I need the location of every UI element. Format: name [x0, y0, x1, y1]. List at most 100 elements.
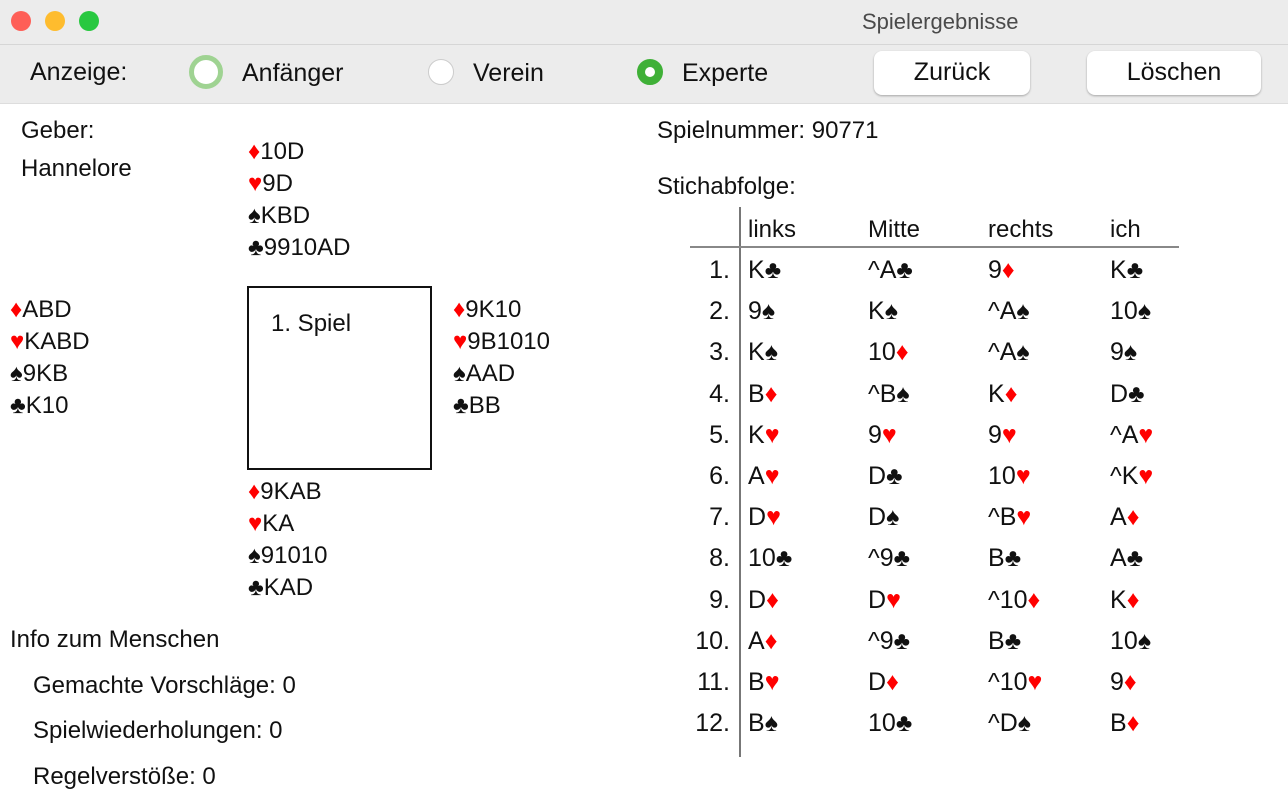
trick-number: 8. [709, 544, 730, 573]
trick-card: D♠ [868, 503, 899, 532]
radio-club-label[interactable]: Verein [473, 59, 544, 87]
radio-club[interactable] [428, 59, 454, 85]
heart-icon: ♥ [1138, 462, 1154, 490]
trick-card: ^9♣ [868, 627, 910, 656]
card-rank: B [748, 668, 765, 696]
ranks: 9KB [22, 360, 69, 387]
card-rank: 10 [868, 338, 896, 367]
game-number: Spielnummer: 90771 [657, 117, 879, 144]
info-replays: Spielwiederholungen: 0 [33, 717, 283, 744]
spade-icon: ♠ [1016, 338, 1030, 367]
radio-expert[interactable] [637, 59, 663, 85]
card-rank: B [748, 709, 765, 738]
heart-icon: ♥ [764, 420, 780, 449]
ranks: KABD [24, 328, 90, 355]
hand-suit-line: ♣KAD [248, 574, 328, 606]
heart-icon: ♥ [453, 328, 468, 355]
card-rank: K [748, 420, 765, 449]
trick-card: A♦ [748, 627, 777, 656]
ranks: BB [468, 392, 501, 419]
card-rank: D [1110, 379, 1129, 408]
ranks: 91010 [260, 542, 328, 569]
ranks: 9D [262, 170, 293, 197]
heart-icon: ♥ [1001, 420, 1017, 449]
column-header: ich [1110, 216, 1141, 243]
diamond-icon: ♦ [886, 668, 899, 696]
trick-number: 7. [709, 503, 730, 532]
card-rank: ^9 [868, 544, 894, 573]
radio-expert-label[interactable]: Experte [682, 59, 769, 87]
ranks: ABD [22, 296, 72, 323]
trick-card: ^10♦ [988, 586, 1040, 615]
back-button[interactable]: Zurück [874, 51, 1030, 95]
trick-number: 9. [709, 585, 730, 614]
card-rank: A [748, 626, 765, 655]
trick-card: D♥ [868, 586, 901, 615]
trick-card: 9♥ [988, 421, 1017, 450]
hand-bottom: ♦9KAB♥KA♠91010♣KAD [248, 478, 328, 606]
card-rank: 10 [1110, 626, 1138, 655]
hand-suit-line: ♠91010 [248, 542, 328, 574]
diamond-icon: ♦ [766, 585, 779, 614]
club-icon: ♣ [10, 392, 26, 419]
trick-card: 9♠ [748, 297, 775, 326]
diamond-icon: ♦ [248, 138, 261, 165]
card-rank: K [748, 338, 765, 367]
diamond-icon: ♦ [764, 626, 778, 655]
radio-beginner-label[interactable]: Anfänger [242, 59, 344, 87]
trick-card: B♥ [748, 668, 780, 697]
spade-icon: ♠ [1017, 709, 1032, 738]
card-rank: 9 [868, 420, 882, 449]
trick-card: 10♣ [868, 709, 912, 738]
game-box: 1. Spiel [247, 286, 432, 470]
ranks: 10D [260, 138, 305, 165]
radio-beginner[interactable] [189, 55, 223, 89]
card-rank: 9 [1110, 338, 1124, 367]
trick-card: 9♥ [868, 421, 897, 450]
info-suggestions: Gemachte Vorschläge: 0 [33, 672, 296, 699]
trick-card: K♦ [988, 380, 1017, 409]
card-rank: A [1110, 544, 1127, 573]
info-violations: Regelverstöße: 0 [33, 763, 216, 790]
diamond-icon: ♦ [248, 478, 261, 505]
hand-suit-line: ♣K10 [10, 392, 90, 424]
toolbar: Anzeige: Anfänger Verein Experte Zurück … [0, 45, 1288, 104]
hand-suit-line: ♦9K10 [453, 296, 550, 328]
card-rank: K [748, 256, 765, 284]
trick-card: A♦ [1110, 503, 1139, 532]
trick-card: A♣ [1110, 544, 1143, 573]
card-rank: K [868, 297, 885, 326]
delete-button[interactable]: Löschen [1087, 51, 1261, 95]
hand-suit-line: ♦10D [248, 138, 350, 170]
ranks: AAD [465, 360, 516, 387]
game-box-label: 1. Spiel [271, 310, 352, 337]
trick-card: 9♠ [1110, 338, 1137, 367]
heart-icon: ♥ [766, 503, 781, 532]
club-icon: ♣ [248, 574, 264, 601]
card-rank: ^9 [868, 626, 894, 655]
trick-card: 10♠ [1110, 297, 1151, 326]
spade-icon: ♠ [1137, 626, 1152, 655]
close-button[interactable] [11, 11, 31, 31]
hand-suit-line: ♦ABD [10, 296, 90, 328]
card-rank: ^A [868, 256, 897, 284]
card-rank: K [988, 379, 1005, 408]
club-icon: ♣ [886, 462, 903, 490]
club-icon: ♣ [1004, 544, 1022, 573]
trick-card: ^B♠ [868, 380, 910, 409]
minimize-button[interactable] [45, 11, 65, 31]
spade-icon: ♠ [886, 503, 900, 532]
trick-card: ^B♥ [988, 503, 1031, 532]
diamond-icon: ♦ [895, 338, 909, 367]
card-rank: D [868, 668, 887, 696]
table-header-divider [690, 246, 1179, 248]
hand-suit-line: ♥9D [248, 170, 350, 202]
spade-icon: ♠ [248, 202, 261, 229]
card-rank: 10 [988, 462, 1016, 490]
trick-card: 10♣ [748, 544, 792, 573]
column-header: rechts [988, 216, 1054, 243]
zoom-button[interactable] [79, 11, 99, 31]
trick-card: D♣ [1110, 380, 1144, 409]
card-rank: 9 [748, 297, 762, 326]
heart-icon: ♥ [1015, 462, 1031, 490]
